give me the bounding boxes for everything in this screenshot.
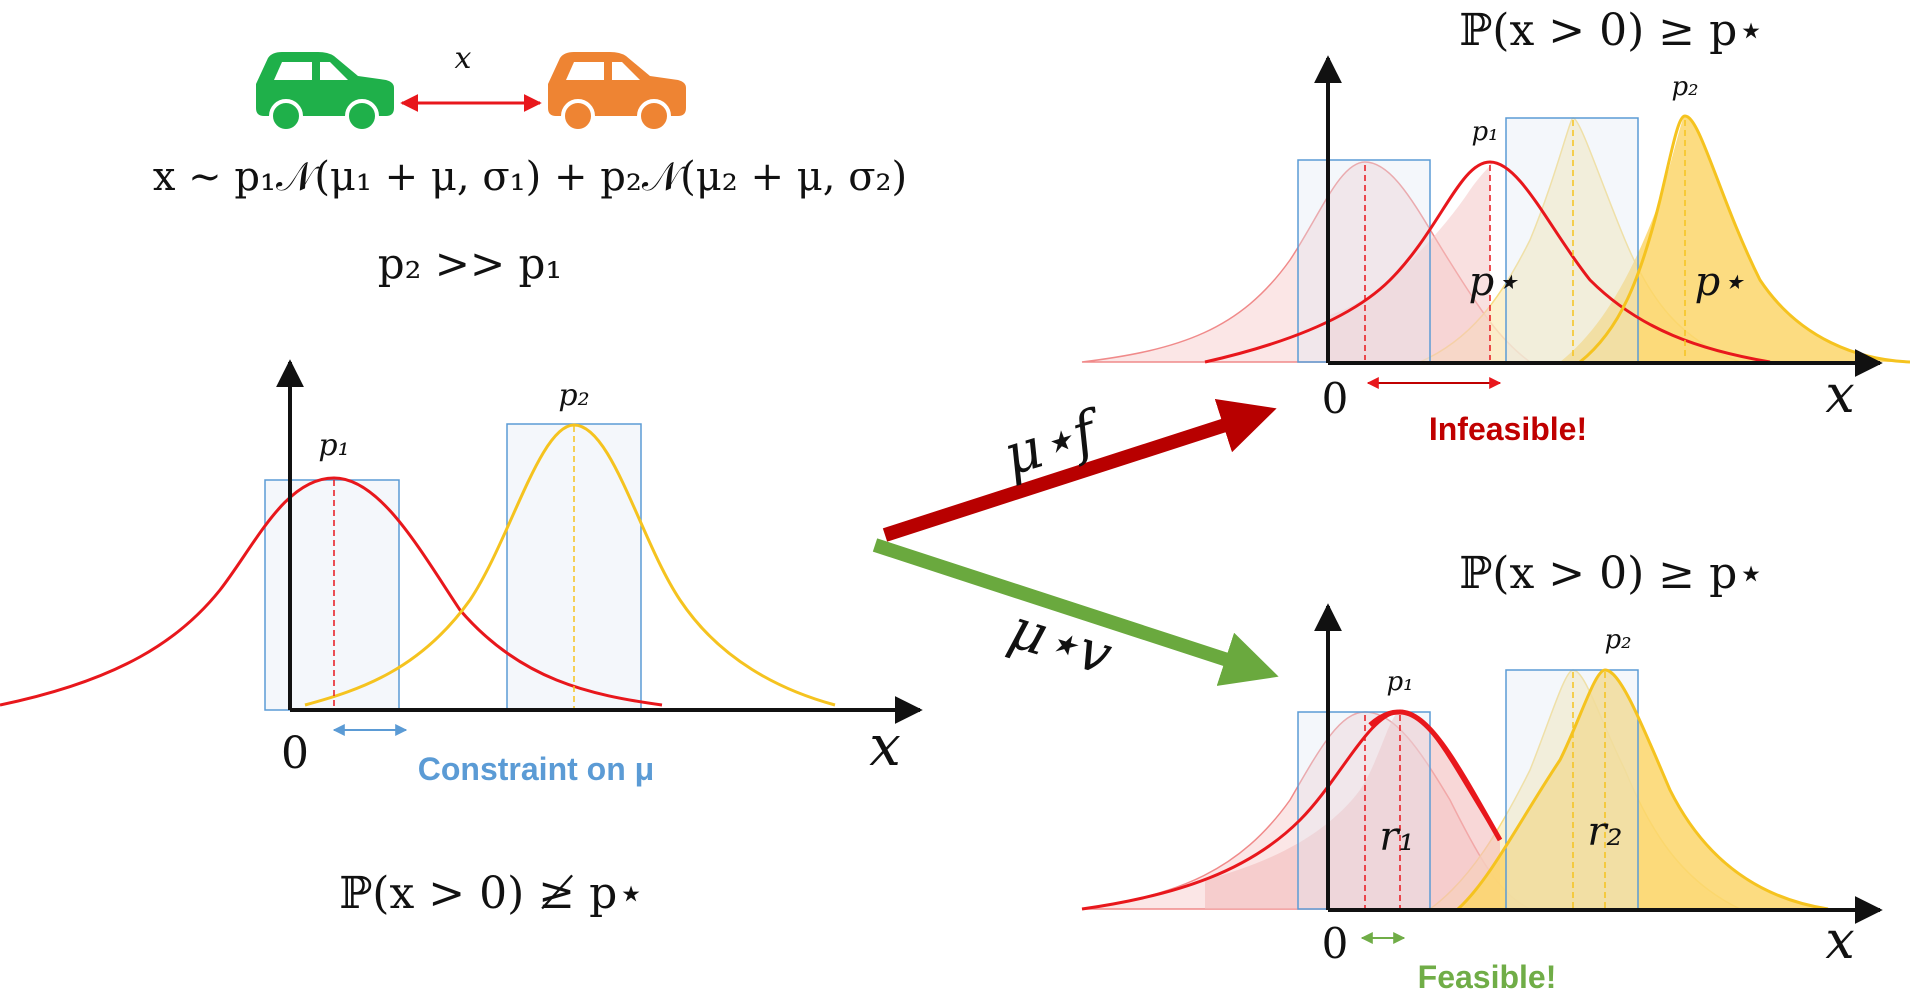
top-yellow-area: [1560, 116, 1910, 362]
mixture-formula: x ∼ p₁𝒩(μ₁ + μ, σ₁) + p₂𝒩(μ₂ + μ, σ₂): [153, 154, 907, 200]
bottom-peak2-label: p₂: [1604, 625, 1631, 655]
top-red-curve: [1204, 160, 1771, 364]
bottom-box-1: [1297, 711, 1431, 910]
ego-car-icon: [256, 52, 394, 133]
bottom-peak1-label: p₁: [1386, 667, 1413, 697]
weight-relation: p₂ >> p₁: [378, 239, 563, 288]
top-region1-label: p⋆: [1469, 259, 1520, 305]
top-probability-statement: ℙ(x > 0) ≥ p⋆: [1459, 5, 1765, 56]
left-x-axis-label: x: [869, 714, 901, 779]
left-panel: p₁ p₂ 0 x Constraint on μ ℙ(x > 0) ≱ p⋆: [0, 359, 923, 919]
top-yellow-curve: [1579, 114, 1910, 364]
bottom-yellow-area: [1458, 670, 1828, 909]
bottom-x-axis-label: x: [1825, 911, 1854, 971]
constraint-label: Constraint on μ: [418, 751, 654, 787]
bottom-zero-label: 0: [1322, 919, 1349, 968]
bottom-region1-label: r₁: [1379, 814, 1414, 860]
infeasible-transition-arrow: [882, 398, 1277, 542]
bottom-red-area: [1205, 712, 1500, 909]
left-peak2-label: p₂: [558, 378, 589, 413]
feasible-transition-arrow: [872, 538, 1279, 686]
left-yellow-curve: [304, 423, 836, 707]
top-region2-label: p⋆: [1695, 259, 1746, 305]
bottom-region2-label: r₂: [1587, 809, 1622, 855]
left-peak1-label: p₁: [318, 428, 349, 463]
left-zero-label: 0: [281, 728, 309, 779]
bottom-probability-statement: ℙ(x > 0) ≥ p⋆: [1459, 548, 1765, 599]
bottom-box-2: [1505, 669, 1639, 910]
top-zero-label: 0: [1322, 374, 1349, 423]
top-red-area: [1330, 161, 1494, 362]
top-right-panel: ℙ(x > 0) ≥ p⋆ p₁ p₂ p⋆ p⋆ 0 x Infeasible…: [1081, 5, 1910, 447]
top-peak2-label: p₂: [1671, 72, 1698, 102]
left-red-curve: [0, 476, 663, 707]
bottom-yellow-curve: [1456, 668, 1829, 911]
top-box-1: [1297, 159, 1431, 363]
bottom-right-panel: ℙ(x > 0) ≥ p⋆ p₁ p₂ r₁ r₂ 0 x Feasible!: [1081, 548, 1883, 995]
distance-label: x: [455, 41, 472, 76]
lead-car-icon: [548, 52, 686, 133]
top-x-axis-label: x: [1825, 365, 1854, 425]
bottom-red-curve-emphasis: [1368, 709, 1503, 842]
feasible-label: Feasible!: [1418, 959, 1557, 995]
left-box-1: [264, 479, 400, 711]
top-box-2: [1505, 117, 1639, 363]
top-peak1-label: p₁: [1471, 117, 1498, 147]
infeasible-label: Infeasible!: [1429, 411, 1587, 447]
lower-arrow-label: μ⋆v: [1002, 596, 1120, 688]
upper-arrow-label: μ⋆f: [996, 397, 1112, 489]
left-probability-statement: ℙ(x > 0) ≱ p⋆: [339, 868, 645, 919]
